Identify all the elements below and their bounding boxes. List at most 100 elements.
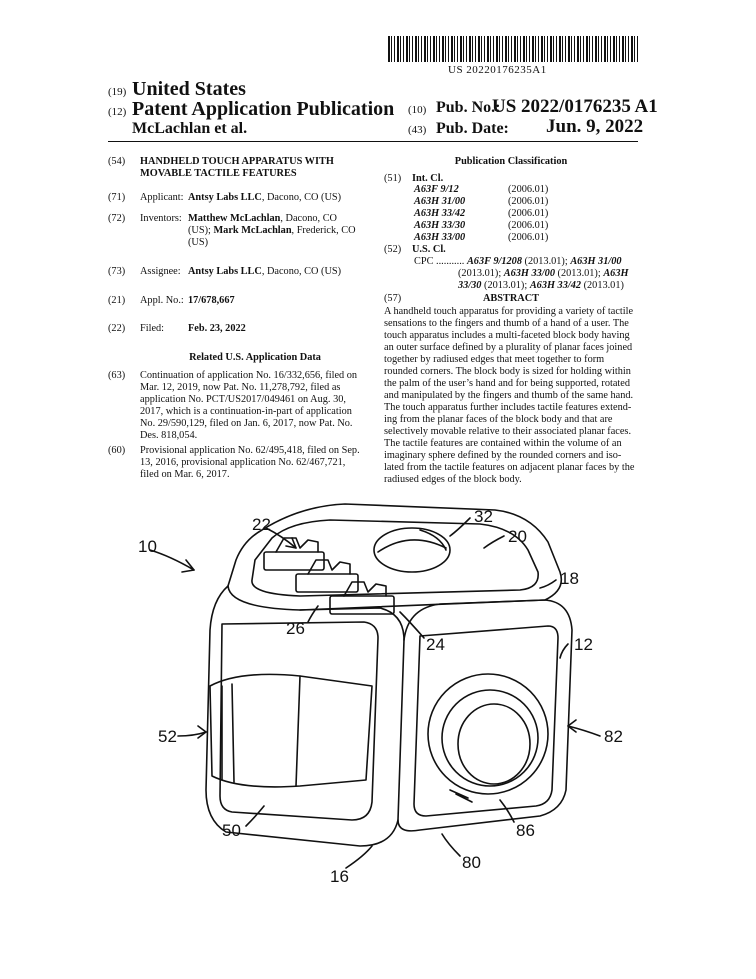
inventors-code: (72) <box>108 213 126 224</box>
continuation-text: Continuation of application No. 16/332,6… <box>140 370 372 442</box>
abstract-line: A handheld touch apparatus for providing… <box>384 306 634 317</box>
cont-code: (63) <box>108 370 126 381</box>
inventors-label: Inventors: <box>140 213 182 224</box>
abstract-line: together by radiused edges that meet tog… <box>384 354 605 365</box>
pub-no-label: Pub. No.: <box>436 99 501 116</box>
cpc-code: A63H 31/00 <box>570 256 622 267</box>
applicant: Antsy Labs LLC, Dacono, CO (US) <box>188 192 341 204</box>
leader-10 <box>149 549 195 571</box>
label-32: 32 <box>474 507 493 526</box>
pub-date-label: Pub. Date: <box>436 120 509 137</box>
assignee-label: Assignee: <box>140 266 181 277</box>
barcode-number: US 20220176235A1 <box>448 64 547 76</box>
appl-code: (21) <box>108 295 126 306</box>
cpc-block: CPC ........... A63F 9/1208 (2013.01); A… <box>414 256 638 292</box>
label-50: 50 <box>222 821 241 840</box>
switch-1 <box>263 551 325 571</box>
cube-right-face <box>397 599 573 832</box>
header-rule <box>108 141 638 142</box>
abstract-line: touch apparatus includes a multi-faceted… <box>384 330 630 341</box>
cpc-year: (2013.01) <box>581 280 624 291</box>
pub-class-heading: Publication Classification <box>454 156 568 167</box>
cpc-code: A63H 33/00 <box>503 268 555 279</box>
pub-date: Jun. 9, 2022 <box>546 116 644 137</box>
label-80: 80 <box>462 853 481 872</box>
appl-no: 17/678,667 <box>188 295 235 306</box>
cpc-code: A63H 33/42 <box>529 280 582 291</box>
filed-date: Feb. 23, 2022 <box>188 323 246 334</box>
prov-line: Provisional application No. 62/495,418, … <box>140 445 360 456</box>
cpc-year: (2013.01); <box>481 280 530 291</box>
uscl-code: (52) <box>384 244 402 255</box>
leader-22 <box>265 527 297 549</box>
inventors: Matthew McLachlan, Dacono, CO (US); Mark… <box>188 213 368 249</box>
applicant-code: (71) <box>108 192 126 203</box>
cpc-prefix: CPC ........... <box>414 256 465 267</box>
abstract-line: the palm of the user’s hand and for bein… <box>384 378 631 389</box>
abstract-line: The tactile features are contained withi… <box>384 438 622 449</box>
country: United States <box>132 78 246 100</box>
abstract-line: an outer surface defined by a plurality … <box>384 342 633 353</box>
inventor-1-loc: , Dacono, CO <box>280 213 337 224</box>
leader-20 <box>483 535 505 549</box>
cpc-year: (2013.01); <box>458 268 504 279</box>
abstract-line: ing from the planar faces of the block b… <box>384 414 613 425</box>
prov-line: filed on Mar. 6, 2017. <box>140 469 230 480</box>
abstract-heading: ABSTRACT <box>482 293 540 304</box>
assignee: Antsy Labs LLC, Dacono, CO (US) <box>188 266 341 278</box>
pub-type-code: (12) <box>108 106 127 118</box>
leader-12 <box>559 643 569 659</box>
assignee-loc: , Dacono, CO (US) <box>261 266 342 277</box>
country-code: (19) <box>108 86 127 98</box>
leader-18 <box>539 579 557 589</box>
cont-line: Des. 818,054. <box>140 430 198 441</box>
uscl-label: U.S. Cl. <box>412 244 446 255</box>
inventor-2-loc2: (US) <box>188 237 209 248</box>
abstract-line: sensations to the fingers and thumb of a… <box>384 318 629 329</box>
leader-50 <box>245 805 265 827</box>
dial <box>427 673 549 795</box>
abstract-line: imaginary sphere defined by the rounded … <box>384 450 622 461</box>
assignee-name: Antsy Labs LLC <box>188 266 262 277</box>
leader-80 <box>441 833 461 857</box>
cpc-code: 33/30 <box>458 280 482 291</box>
abstract-line: rounded corners. The block body is sized… <box>384 366 631 377</box>
switch-3 <box>329 595 395 615</box>
cpc-year: (2013.01); <box>521 256 571 267</box>
assignee-code: (73) <box>108 266 126 277</box>
cont-line: Continuation of application No. 16/332,6… <box>140 370 358 381</box>
pub-type: Patent Application Publication <box>132 98 395 120</box>
leader-26 <box>307 605 319 623</box>
label-86: 86 <box>516 821 535 840</box>
leader-82 <box>567 725 601 737</box>
switch-2 <box>295 573 359 593</box>
barcode <box>388 36 638 62</box>
appl-label: Appl. No.: <box>140 295 184 306</box>
pub-date-code: (43) <box>408 124 427 136</box>
intcl-code-item: A63H 33/30 <box>414 220 466 231</box>
title-code: (54) <box>108 156 126 167</box>
intcl-year-item: (2006.01) <box>508 184 549 195</box>
label-10: 10 <box>138 537 157 556</box>
title-line-1: HANDHELD TOUCH APPARATUS WITH <box>140 156 334 167</box>
filed-code: (22) <box>108 323 126 334</box>
abstract-line: radiused edges of the block body. <box>384 474 522 485</box>
abstract-code: (57) <box>384 293 402 304</box>
leader-16 <box>345 845 373 869</box>
intcl-year-item: (2006.01) <box>508 196 549 207</box>
intcl-code-item: A63H 33/00 <box>414 232 466 243</box>
cont-line: Mar. 12, 2019, now Pat. No. 11,278,792, … <box>140 382 341 393</box>
leader-86 <box>499 799 515 823</box>
intcl-year-item: (2006.01) <box>508 220 549 231</box>
cpc-code: A63F 9/1208 <box>466 256 522 267</box>
dome-button <box>373 527 451 573</box>
cpc-code: A63H <box>603 268 629 279</box>
cube-top-face <box>227 503 563 611</box>
label-22: 22 <box>252 515 271 534</box>
patent-figure: 10 22 32 20 18 12 26 24 52 82 50 86 80 1… <box>138 503 623 886</box>
intcl-code: (51) <box>384 173 402 184</box>
abstract-text: A handheld touch apparatus for providing… <box>384 306 638 486</box>
intcl-year-item: (2006.01) <box>508 232 549 243</box>
abstract-line: lated from the tactile features on adjac… <box>384 462 635 473</box>
inventor-1-name: Matthew McLachlan <box>188 213 281 224</box>
